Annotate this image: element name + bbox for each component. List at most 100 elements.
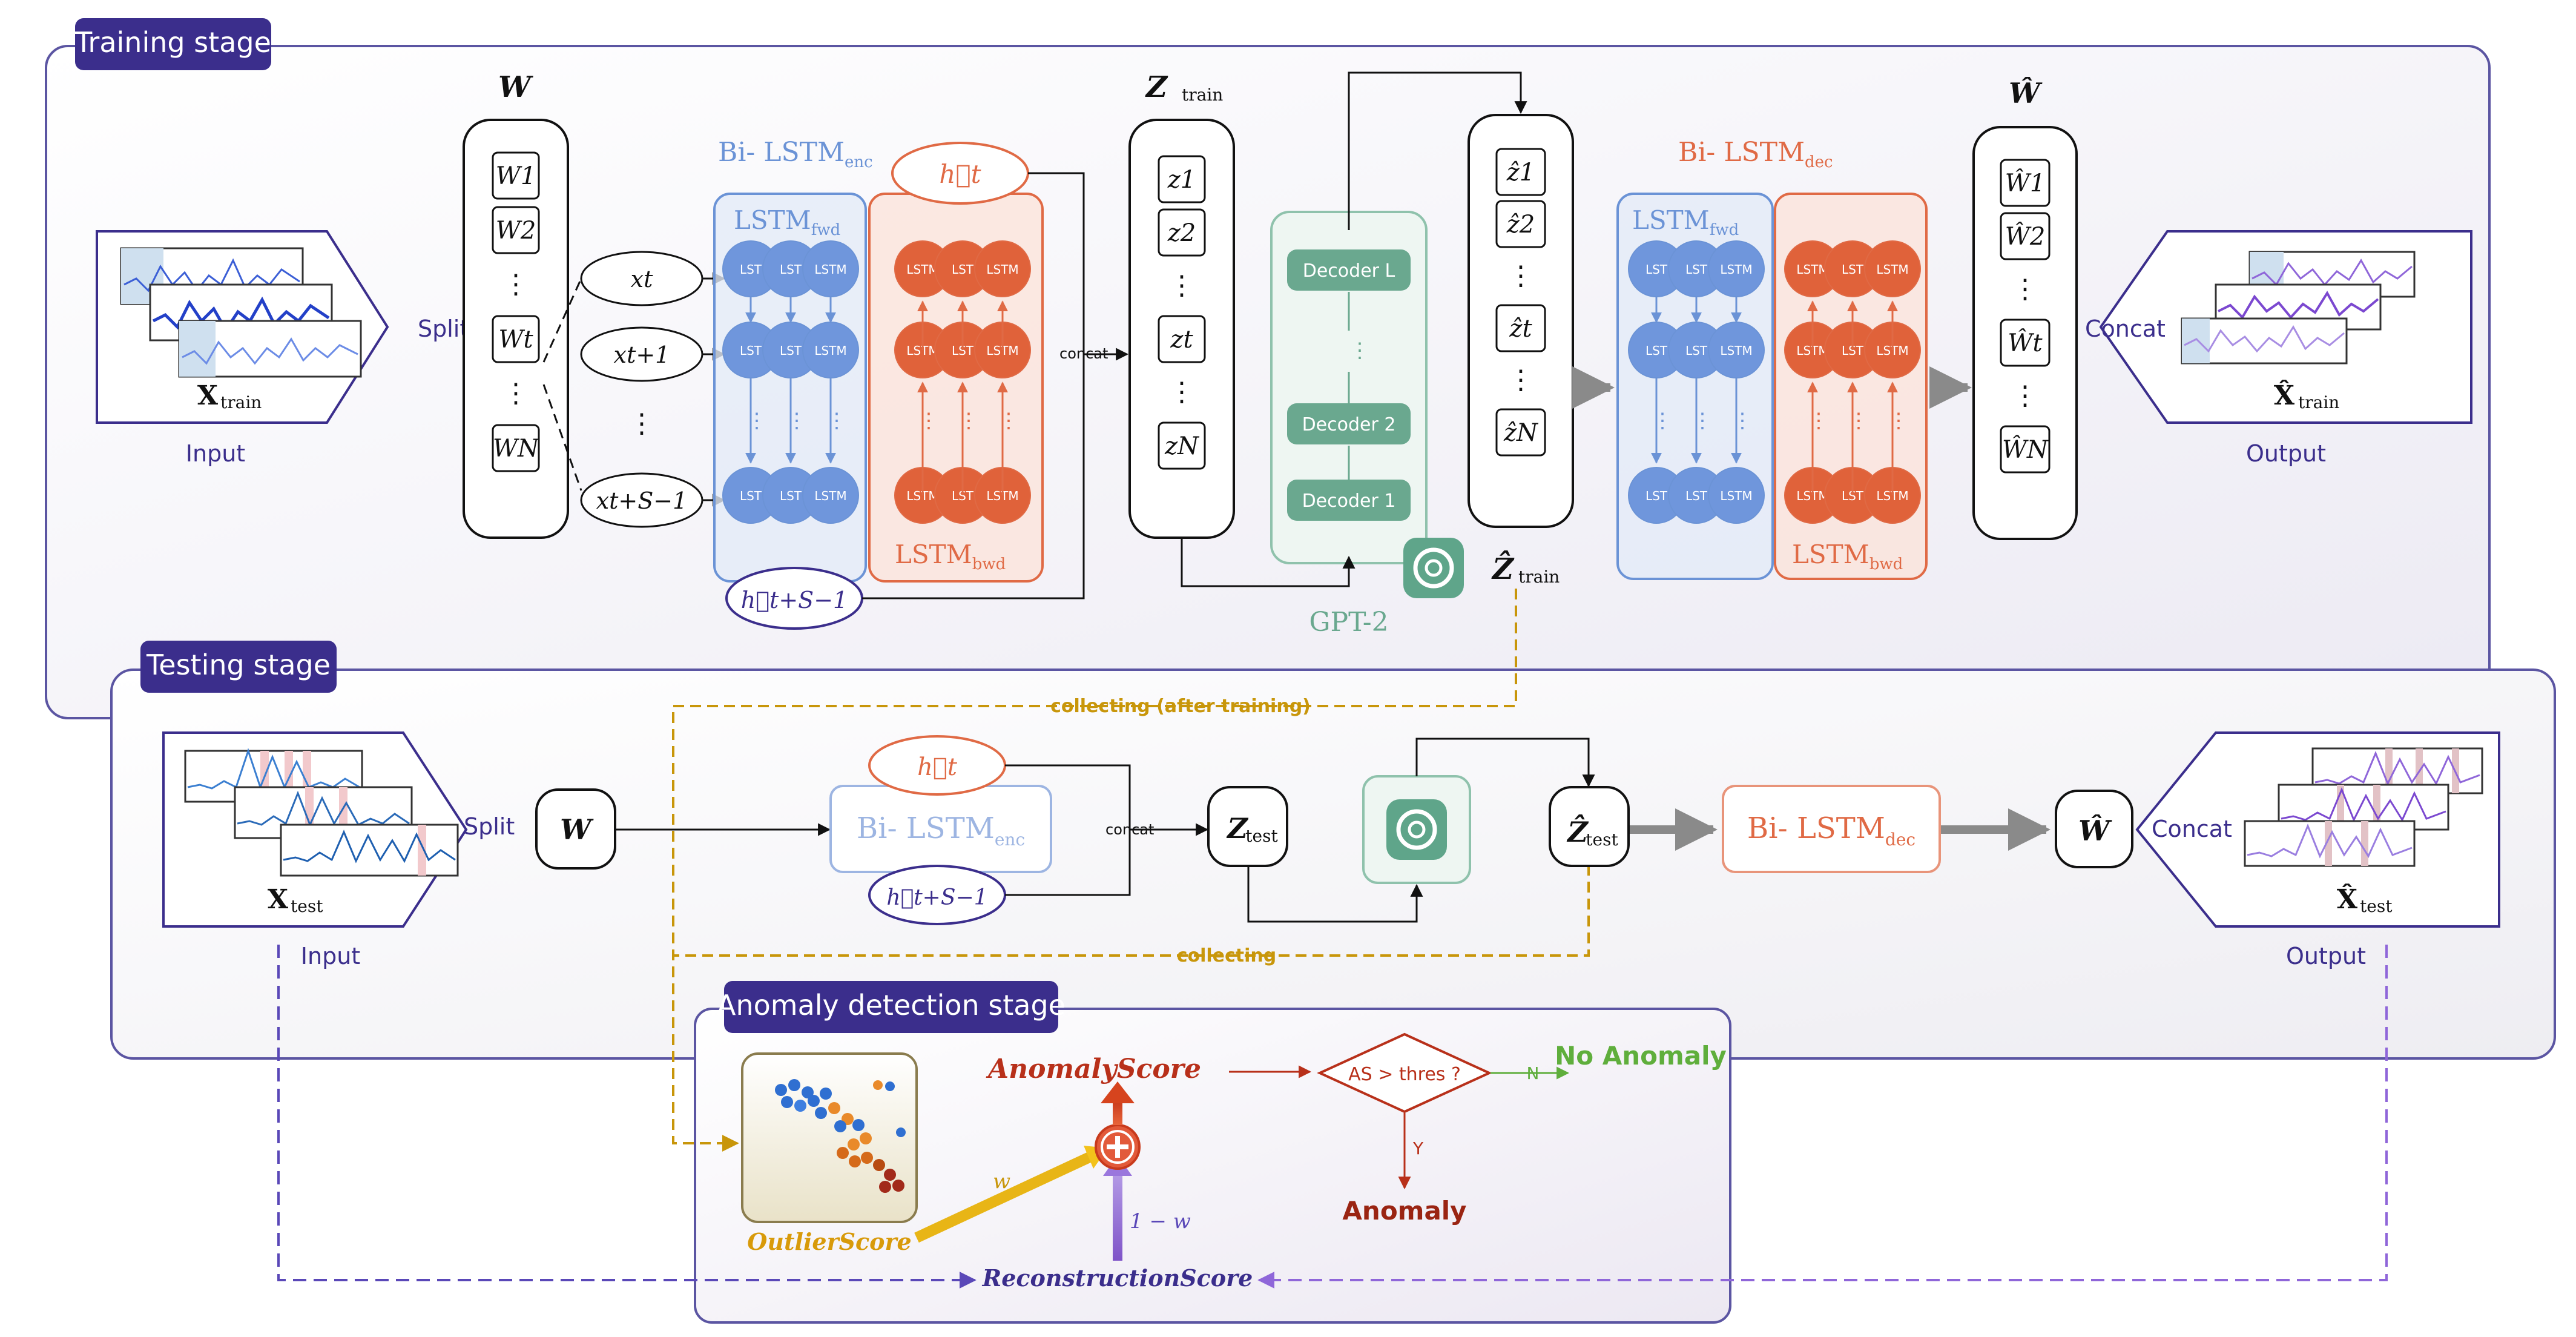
dec-bwd-cell	[1864, 240, 1921, 297]
test-gpt-box	[1362, 775, 1471, 884]
enc-fwd-cell-label: LST	[740, 343, 762, 358]
train-z-item-ellipsis: ⋮	[1168, 270, 1195, 301]
train-output-pentagon: X̂ train Concat	[2085, 230, 2472, 424]
train-z-item-label: zt	[1170, 326, 1193, 354]
svg-text:Bi- LSTMenc: Bi- LSTMenc	[857, 811, 1025, 850]
test-h-fwd-ellipse: h⃗t+S−1	[868, 865, 1006, 925]
train-what-title: Ŵ	[2009, 76, 2043, 110]
test-output-series-thumbnails	[2244, 747, 2483, 867]
train-z-item-label: zN	[1164, 432, 1200, 460]
gpt2-decoder-label: Decoder 1	[1302, 490, 1396, 512]
svg-text:Anomaly detection stage: Anomaly detection stage	[717, 989, 1066, 1022]
test-dec-box: Bi- LSTMdec	[1722, 785, 1941, 873]
train-encoder-connectors	[862, 172, 1129, 599]
train-input-series-thumbnails	[120, 247, 362, 378]
test-what-box: Ŵ	[2055, 790, 2133, 868]
train-zhat-item-box	[1495, 148, 1546, 196]
svg-text:h⃗t+S−1: h⃗t+S−1	[741, 587, 848, 613]
weight-one-minus-w-label: 1 − w	[1130, 1209, 1191, 1233]
test-z-box: Z test	[1207, 786, 1288, 867]
train-zhat-item-label: ẑ2	[1506, 211, 1535, 239]
enc-bwd-cell-label: LST	[952, 262, 974, 277]
svg-text:Ŵ: Ŵ	[2078, 814, 2112, 847]
train-zhat-sub: train	[1518, 567, 1560, 587]
enc-fwd-cell-label: LSTM	[814, 262, 846, 277]
svg-text:train: train	[2298, 392, 2339, 412]
test-h-back-ellipse: h⃖t	[868, 735, 1006, 796]
training-stage-panel	[45, 45, 2491, 719]
train-zhat-item-box	[1495, 304, 1546, 352]
train-h-back-ellipse: h⃖t	[891, 142, 1029, 205]
train-x-input-label: xt+1	[614, 342, 670, 368]
svg-text:Training stage: Training stage	[74, 26, 271, 59]
train-zhat-item-ellipsis: ⋮	[1507, 260, 1534, 291]
test-input-series-thumbnails	[184, 748, 459, 877]
dec-fwd-cell	[1708, 467, 1765, 524]
train-w-item-box	[492, 424, 540, 472]
dec-fwd-cell-label: LST	[1645, 343, 1668, 358]
sum-plus-icon	[1095, 1124, 1141, 1170]
train-what-item-box	[2000, 425, 2051, 474]
test-concat-small: concat	[1105, 821, 1154, 838]
dec-fwd-cell-label: LST	[1645, 489, 1668, 503]
test-zhat-box: Ẑ test	[1549, 786, 1630, 867]
train-w-title: W	[498, 70, 533, 104]
train-split-label: Split	[418, 315, 469, 342]
scatter-points	[775, 1079, 906, 1193]
enc-fwd-cell-label: LSTM	[814, 343, 846, 358]
train-z-title: Z	[1145, 70, 1168, 104]
collecting-after-training-label: collecting (after training)	[1050, 696, 1311, 717]
openai-logo-icon	[1403, 538, 1464, 598]
train-z-item-box	[1158, 421, 1206, 470]
svg-text:test: test	[291, 896, 323, 916]
train-x-input-label: xt	[631, 266, 653, 292]
svg-text:test: test	[1245, 826, 1278, 846]
train-concat-small: concat	[1059, 345, 1108, 362]
enc-fwd-cell-label: LST	[780, 343, 802, 358]
enc-bwd-cell-label: LSTM	[986, 262, 1018, 277]
training-stage-tab: Training stage	[74, 18, 271, 70]
dec-fwd-cell-label: LSTM	[1720, 262, 1752, 277]
no-anomaly-label: No Anomaly	[1555, 1041, 1727, 1071]
train-w-item-label: W2	[496, 217, 536, 245]
svg-text:LSTMbwd: LSTMbwd	[895, 540, 1006, 573]
testing-stage-tab: Testing stage	[140, 641, 337, 693]
dec-fwd-cell-label: LST	[1685, 343, 1708, 358]
svg-text:Bi- LSTMdec: Bi- LSTMdec	[1747, 811, 1916, 850]
gpt2-connectors	[1181, 71, 1527, 587]
train-zhat-item-ellipsis: ⋮	[1507, 365, 1534, 395]
test-output-label: Output	[2286, 943, 2366, 969]
train-w-item-ellipsis: ⋮	[502, 378, 529, 409]
train-concat-label: Concat	[2085, 315, 2166, 342]
svg-text:X: X	[268, 884, 289, 915]
svg-text:X: X	[197, 380, 219, 411]
svg-text:h⃗t+S−1: h⃗t+S−1	[886, 885, 987, 910]
train-w-item-label: Wt	[498, 326, 533, 354]
dec-fwd-ellipsis: ⋮	[1652, 409, 1673, 433]
dec-fwd-cell-label: LST	[1685, 262, 1708, 277]
train-z-item-box	[1158, 155, 1206, 203]
svg-text:X̂: X̂	[2274, 379, 2295, 411]
yes-branch-label: Y	[1412, 1138, 1424, 1158]
train-zhat-item-label: ẑN	[1503, 419, 1539, 447]
enc-fwd-ellipsis: ⋮	[746, 409, 767, 433]
dec-fwd-cell-label: LST	[1685, 489, 1708, 503]
train-input-label: Input	[186, 440, 245, 467]
anomaly-score-label: AnomalyScore	[986, 1054, 1201, 1084]
decision-diamond: AS > thres ?	[1317, 1032, 1492, 1114]
gpt2-decoder-block	[1287, 480, 1411, 521]
train-what-item-box	[2000, 212, 2051, 260]
train-w-item-label: W1	[496, 162, 536, 190]
outlier-score-label: OutlierScore	[747, 1228, 911, 1255]
train-what-item-ellipsis: ⋮	[2012, 274, 2038, 305]
svg-text:LSTMfwd: LSTMfwd	[1632, 205, 1739, 239]
reconstruction-input-line	[277, 945, 977, 1289]
svg-text:LSTMfwd: LSTMfwd	[734, 205, 840, 239]
train-what-item-label: Ŵt	[2008, 329, 2043, 357]
svg-text:train: train	[220, 392, 262, 412]
weight-w-label: w	[993, 1169, 1010, 1193]
